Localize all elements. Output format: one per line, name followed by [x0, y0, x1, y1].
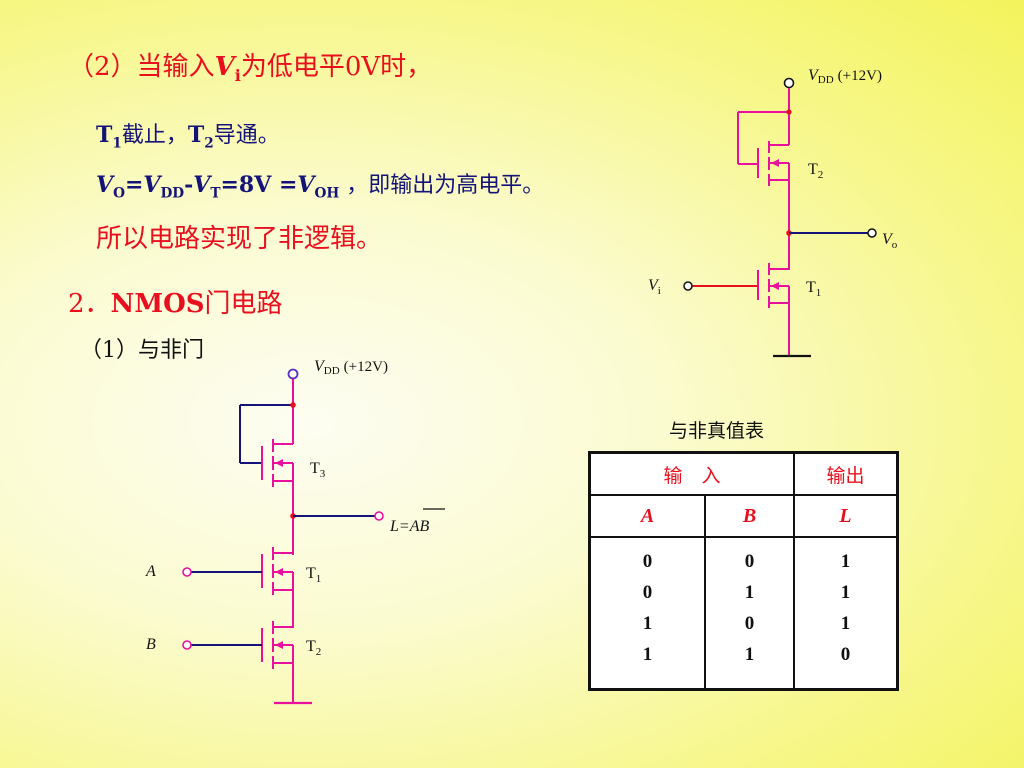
nand-t1-label: T1 — [306, 565, 321, 585]
inverter-vdd-terminal — [783, 77, 795, 89]
tt-col-b: B — [742, 504, 757, 527]
section-suffix: 门电路 — [204, 289, 283, 319]
vdd-symbol: V — [143, 172, 161, 198]
tt-values-b: 0 1 0 1 — [706, 538, 793, 696]
subsection-heading: （1）与非门 — [80, 338, 204, 363]
case-2-heading: （2）当输入Vi为低电平0V时， — [68, 46, 432, 85]
inverter-t1-transistor — [757, 263, 790, 308]
tt-col-l: L — [839, 504, 852, 527]
tt-b-row-3: 0 — [744, 613, 755, 634]
section-number: 2． — [68, 289, 111, 319]
t1-sub: 1 — [112, 135, 122, 152]
nand-vdd-label: VDD(+12V) — [314, 358, 388, 377]
truth-table: 输 入 输出 A B L 0 0 1 1 0 1 0 1 1 1 1 0 — [588, 451, 899, 691]
inverter-t2-transistor — [757, 141, 790, 186]
tt-vline-1 — [704, 494, 706, 688]
tt-header-output: 输出 — [826, 465, 865, 487]
heading-part-2: 为低电平0V时， — [240, 52, 433, 82]
nand-t2-transistor — [261, 621, 294, 669]
tt-hline-2 — [591, 536, 896, 538]
vo-sub: O — [113, 185, 125, 202]
tt-l-row-2: 1 — [840, 582, 851, 603]
conclusion-text: 所以电路实现了非逻辑。 — [96, 224, 383, 254]
tt-b-row-1: 0 — [744, 551, 755, 572]
heading-v-sub: i — [234, 66, 241, 86]
inverter-t2-label: T2 — [808, 161, 823, 181]
tt-hline-1 — [591, 494, 896, 496]
tt-vline-2 — [793, 454, 795, 688]
nand-circuit: VDD(+12V) T3 L=AB — [145, 358, 445, 705]
eq-sign-1: = — [124, 172, 144, 198]
tt-a-row-3: 1 — [642, 613, 653, 634]
nand-node-top — [290, 402, 296, 408]
tt-col-a: A — [640, 504, 655, 527]
inverter-vi-terminal — [683, 281, 693, 291]
t1-label: T — [96, 122, 113, 148]
heading-v: V — [214, 52, 235, 82]
t1-state: 截止， — [121, 123, 188, 148]
nand-vdd-terminal — [287, 368, 299, 380]
tt-values-l: 1 1 1 0 — [795, 538, 896, 696]
nand-output-label: L=AB — [389, 518, 429, 535]
t2-sub: 2 — [204, 135, 214, 152]
tt-l-row-4: 0 — [840, 644, 851, 665]
inverter-circuit: VDD(+12V) T2 Vo — [648, 67, 898, 358]
nand-input-a-terminal — [182, 567, 192, 577]
truth-table-title: 与非真值表 — [669, 420, 765, 442]
tt-b-row-4: 1 — [744, 644, 755, 665]
nand-t1-transistor — [261, 547, 294, 595]
inverter-node-top — [786, 109, 792, 115]
tt-values-a: 0 0 1 1 — [591, 538, 704, 696]
equation-tail: ，即输出为高电平。 — [339, 173, 545, 198]
nand-input-a-label: A — [145, 563, 156, 580]
inverter-vo-terminal — [867, 228, 877, 238]
nand-t3-transistor — [261, 439, 294, 487]
transistor-state-line: T1截止，T2导通。 — [96, 117, 280, 151]
t2-label: T — [187, 122, 205, 148]
voh-symbol: V — [297, 172, 315, 198]
nand-t2-label: T2 — [306, 638, 321, 658]
vt-sub: T — [210, 185, 221, 202]
tt-b-row-2: 1 — [744, 582, 755, 603]
vo-symbol: V — [96, 172, 114, 198]
section-heading: 2．NMOS门电路 — [68, 283, 283, 320]
section-nmos: NMOS — [110, 289, 205, 319]
tt-a-row-4: 1 — [642, 644, 653, 665]
nand-input-b-terminal — [182, 640, 192, 650]
tt-header-input: 输 入 — [663, 465, 721, 487]
vdd-sub: DD — [160, 185, 185, 202]
inverter-vi-label: Vi — [648, 277, 661, 297]
t2-state: 导通。 — [213, 123, 280, 148]
heading-part-1: （2）当输入 — [68, 52, 215, 82]
inverter-t1-label: T1 — [806, 279, 821, 299]
voh-sub: OH — [314, 185, 340, 202]
minus-sign: - — [184, 172, 194, 198]
vt-symbol: V — [193, 172, 211, 198]
tt-a-row-2: 0 — [642, 582, 653, 603]
nand-output-terminal — [374, 511, 384, 521]
tt-l-row-1: 1 — [840, 551, 851, 572]
nand-t3-label: T3 — [310, 460, 326, 480]
tt-l-row-3: 1 — [840, 613, 851, 634]
output-voltage-equation: VO=VDD-VT=8V =VOH ，即输出为高电平。 — [96, 167, 544, 201]
eq-value: =8V = — [220, 172, 298, 198]
inverter-vdd-label: VDD(+12V) — [808, 67, 882, 86]
tt-a-row-1: 0 — [642, 551, 653, 572]
inverter-vo-label: Vo — [882, 231, 898, 251]
nand-input-b-label: B — [146, 636, 156, 653]
